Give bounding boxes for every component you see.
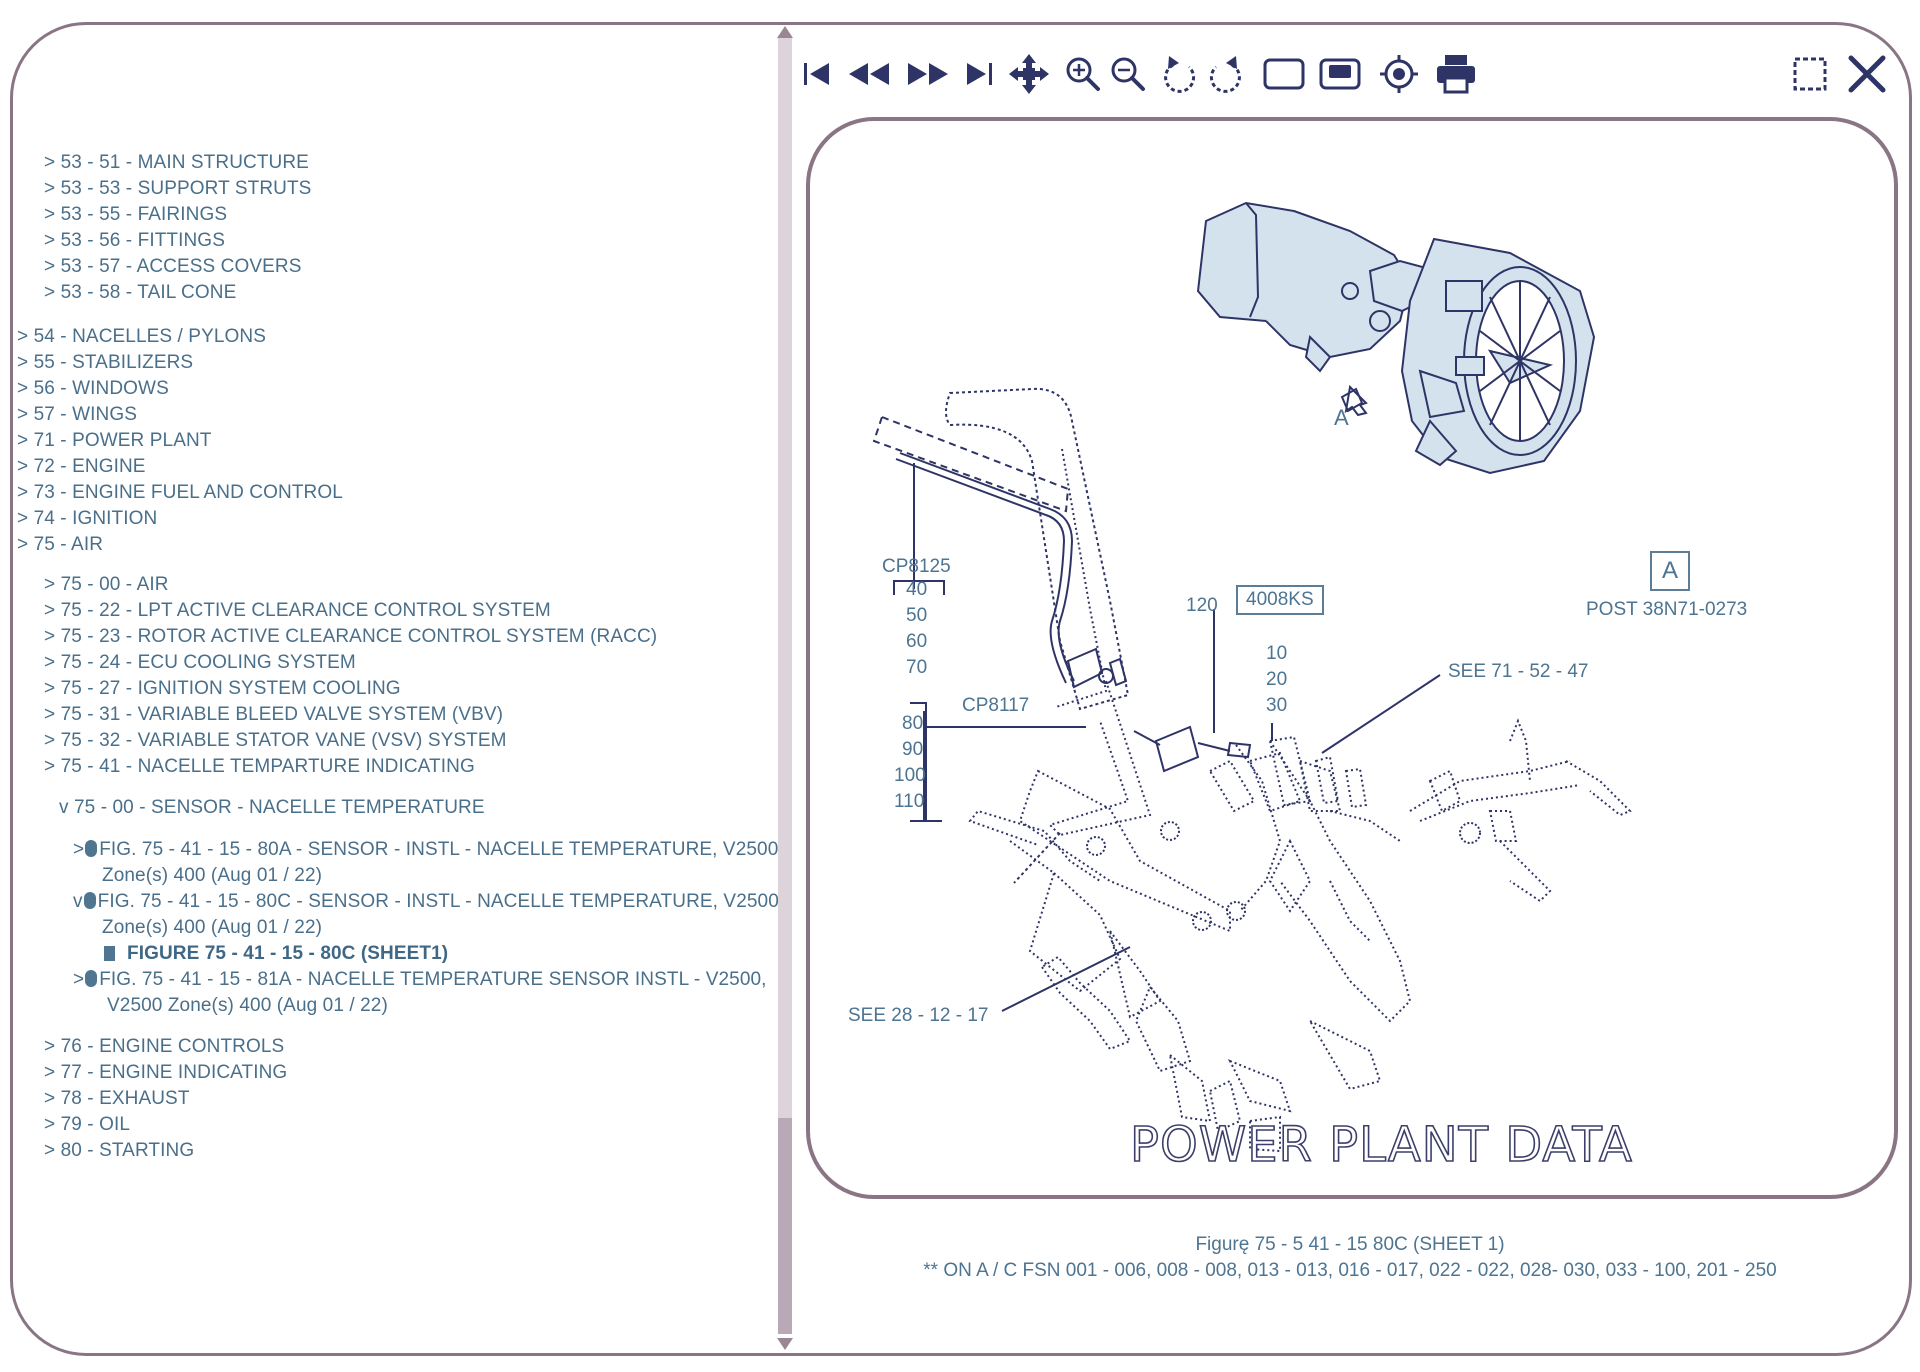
figure-viewer[interactable]: CP8125 40 50 60 70 CP8117 80 90 100 110 … [806,117,1898,1199]
document-icon [85,970,98,987]
engine-isometric [1196,201,1596,475]
tree-item[interactable]: > 73 - ENGINE FUEL AND CONTROL [17,482,343,503]
tree-item[interactable]: > 53 - 51 - MAIN STRUCTURE [44,152,309,173]
fit-width-icon[interactable] [1317,50,1363,98]
document-tree: > 53 - 51 - MAIN STRUCTURE > 53 - 53 - S… [0,0,779,1372]
tree-item-zone: V2500 Zone(s) 400 (Aug 01 / 22) [107,995,388,1016]
last-page-icon[interactable] [962,50,996,98]
document-icon [85,840,98,857]
post-modification-note: POST 38N71-0273 [1586,599,1748,620]
reference-see-71-52-47: SEE 71 - 52 - 47 [1448,661,1589,682]
previous-page-icon[interactable] [845,50,893,98]
tree-item[interactable]: > 54 - NACELLES / PYLONS [17,326,266,347]
next-page-icon[interactable] [904,50,952,98]
tree-item[interactable]: > 53 - 58 - TAIL CONE [44,282,237,303]
tree-item[interactable]: > 57 - WINGS [17,404,137,425]
tree-item[interactable]: > 53 - 56 - FITTINGS [44,230,225,251]
document-icon [83,892,96,909]
view-a-label: A [1334,405,1349,430]
tree-item[interactable]: > 76 - ENGINE CONTROLS [44,1036,285,1057]
tree-item[interactable]: > 75 - 41 - NACELLE TEMPARTURE INDICATIN… [44,756,475,777]
tree-item[interactable]: > 75 - AIR [17,534,104,555]
tree-item[interactable]: > 77 - ENGINE INDICATING [44,1062,288,1083]
fit-page-icon[interactable] [1261,50,1307,98]
tree-item-sheet-selected[interactable]: FIGURE 75 - 41 - 15 - 80C (SHEET1) [104,942,448,966]
tree-item[interactable]: > 55 - STABILIZERS [17,352,194,373]
callout-cp8125: CP8125 [882,556,951,577]
tree-item[interactable]: > 75 - 00 - AIR [44,574,169,595]
print-icon[interactable] [1433,50,1479,98]
close-icon[interactable] [1845,50,1889,98]
callout-50: 50 [906,605,928,626]
locate-target-icon[interactable] [1377,50,1421,98]
tree-item[interactable]: > 78 - EXHAUST [44,1088,190,1109]
callout-90: 90 [902,739,924,760]
scroll-down-arrow[interactable] [777,1338,793,1350]
tree-item[interactable]: > 71 - POWER PLANT [17,430,212,451]
tree-item-zone: Zone(s) 400 (Aug 01 / 22) [102,917,323,938]
callout-80: 80 [902,713,924,734]
tree-item-figure[interactable]: >FIG. 75 - 41 - 15 - 81A - NACELLE TEMPE… [73,969,767,990]
zoom-out-icon[interactable] [1107,50,1149,98]
rotate-right-icon[interactable] [1205,50,1247,98]
scrollbar-thumb[interactable] [778,1118,792,1334]
figure-title: POWER PLANT DATA [1129,1116,1633,1174]
view-a-box: A [1650,551,1691,591]
tree-item[interactable]: > 80 - STARTING [44,1140,195,1161]
select-area-icon[interactable] [1790,50,1830,98]
callout-20: 20 [1266,669,1288,690]
tree-item[interactable]: > 56 - WINDOWS [17,378,169,399]
tree-scrollbar[interactable] [778,38,792,1334]
tree-item-figure[interactable]: >FIG. 75 - 41 - 15 - 80A - SENSOR - INST… [73,839,779,860]
callout-110: 110 [894,791,925,812]
callout-30: 30 [1266,695,1288,716]
tree-item[interactable]: > 72 - ENGINE [17,456,146,477]
callout-cp8117: CP8117 [962,695,1030,716]
figure-caption: Figurę 75 - 5 41 - 15 80C (SHEET 1) [1195,1234,1505,1255]
tree-item-expanded[interactable]: v 75 - 00 - SENSOR - NACELLE TEMPERATURE [59,797,485,818]
tree-item[interactable]: > 53 - 57 - ACCESS COVERS [44,256,302,277]
callout-60: 60 [906,631,928,652]
rotate-left-icon[interactable] [1158,50,1200,98]
tree-item-zone: Zone(s) 400 (Aug 01 / 22) [102,865,323,886]
tree-item[interactable]: > 75 - 22 - LPT ACTIVE CLEARANCE CONTROL… [44,600,551,621]
zoom-in-icon[interactable] [1062,50,1104,98]
tree-item[interactable]: > 74 - IGNITION [17,508,158,529]
tree-item[interactable]: > 75 - 24 - ECU COOLING SYSTEM [44,652,356,673]
callout-100: 100 [894,765,926,786]
tree-item[interactable]: > 53 - 53 - SUPPORT STRUTS [44,178,312,199]
tree-item[interactable]: > 75 - 31 - VARIABLE BLEED VALVE SYSTEM … [44,704,504,725]
effectivity-note: ** ON A / C FSN 001 - 006, 008 - 008, 01… [923,1260,1777,1281]
callout-120: 120 [1186,595,1218,616]
reference-see-28-12-17: SEE 28 - 12 - 17 [848,1005,989,1026]
tree-item[interactable]: > 75 - 23 - ROTOR ACTIVE CLEARANCE CONTR… [44,626,658,647]
engine-drawing [872,201,1632,1153]
tree-item[interactable]: > 75 - 32 - VARIABLE STATOR VANE (VSV) S… [44,730,507,751]
callout-4008ks: 4008KS [1236,585,1324,615]
tree-item[interactable]: > 79 - OIL [44,1114,131,1135]
scroll-up-arrow[interactable] [777,26,793,38]
callout-70: 70 [906,657,928,678]
first-page-icon[interactable] [800,50,834,98]
pan-move-icon[interactable] [1006,50,1052,98]
sheet-icon [104,946,115,961]
tree-item[interactable]: > 53 - 55 - FAIRINGS [44,204,228,225]
tree-item[interactable]: > 75 - 27 - IGNITION SYSTEM COOLING [44,678,401,699]
callout-10: 10 [1266,643,1288,664]
callout-40: 40 [906,579,928,600]
